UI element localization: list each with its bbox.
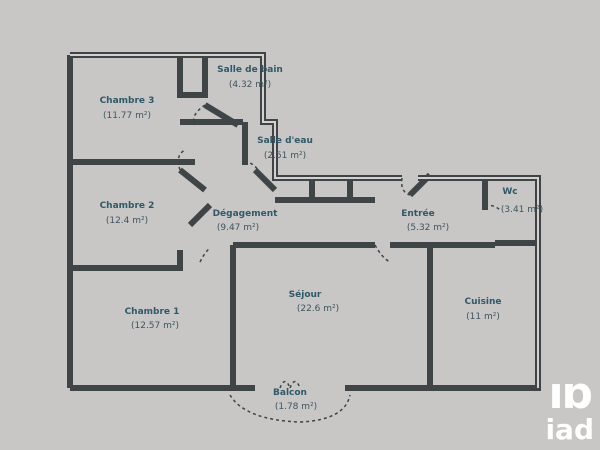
iad-logo-mark: ıɒ — [548, 368, 593, 419]
room-label-entree: Entrée — [401, 209, 435, 219]
room-area-entree: (5.32 m²) — [406, 223, 450, 233]
room-label-balcon: Balcon — [273, 388, 307, 398]
room-area-balcon: (1.78 m²) — [274, 402, 318, 412]
room-label-salle-de-bain: Salle de bain — [217, 65, 283, 75]
room-area-chambre-2: (12.4 m²) — [105, 216, 149, 226]
room-area-salle-de-bain: (4.32 m²) — [228, 80, 272, 90]
room-label-cuisine: Cuisine — [464, 297, 502, 307]
room-label-sejour: Séjour — [288, 290, 322, 300]
room-label-wc: Wc — [502, 187, 518, 197]
iad-logo: ıɒ iad — [545, 372, 594, 444]
doors — [177, 104, 501, 263]
room-label-chambre-3: Chambre 3 — [99, 96, 155, 106]
iad-logo-text: iad — [545, 413, 594, 446]
room-area-cuisine: (11 m²) — [466, 312, 500, 322]
room-label-degagement: Dégagement — [212, 209, 278, 219]
walls — [67, 52, 541, 391]
room-area-salle-d-eau: (2.51 m²) — [263, 151, 307, 161]
room-label-chambre-2: Chambre 2 — [99, 201, 155, 211]
room-area-degagement: (9.47 m²) — [216, 223, 260, 233]
room-label-chambre-1: Chambre 1 — [124, 307, 180, 317]
room-area-chambre-1: (12.57 m²) — [130, 321, 180, 331]
room-area-chambre-3: (11.77 m²) — [102, 111, 152, 121]
room-area-wc: (3.41 m²) — [500, 205, 544, 215]
room-label-salle-d-eau: Salle d'eau — [257, 136, 313, 146]
room-area-sejour: (22.6 m²) — [296, 304, 340, 314]
